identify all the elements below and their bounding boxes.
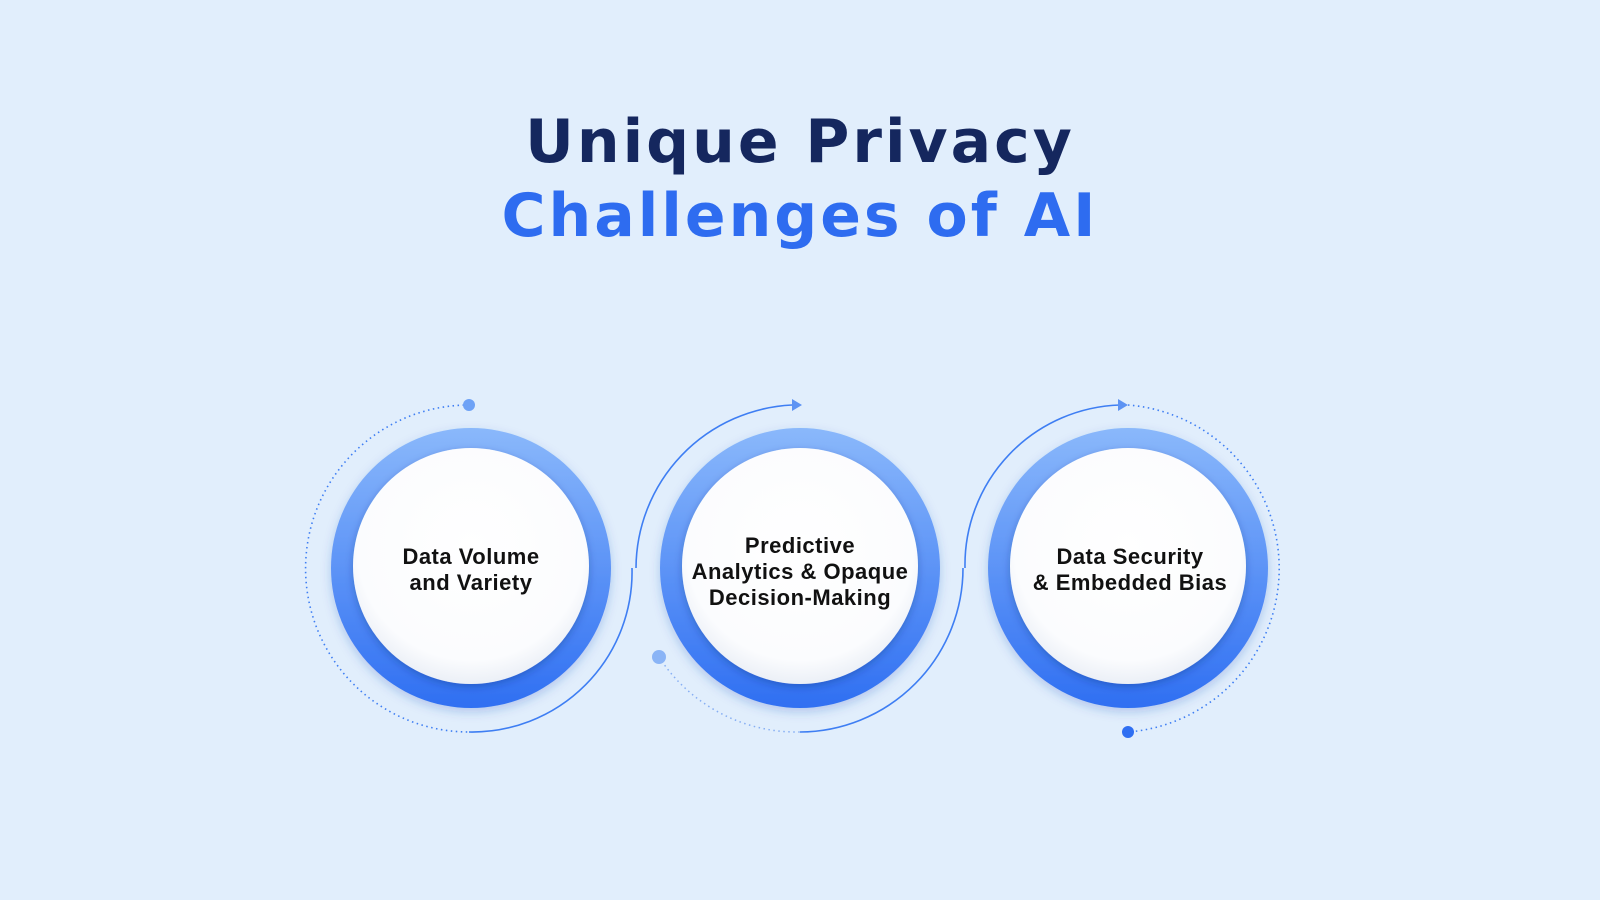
step-2-inner: [682, 448, 918, 684]
step-2-circle: [660, 428, 940, 708]
step-3-inner: [1010, 448, 1246, 684]
step-1-inner: [353, 448, 589, 684]
step-1-arc-solid: [468, 567, 633, 733]
step-2-label-line: Decision-Making: [708, 585, 892, 610]
step-3-arrow-head: [1118, 399, 1128, 411]
title-line-2: Challenges of AI: [501, 181, 1099, 251]
step-1-label-line: Data Volume: [402, 544, 540, 569]
step-2-bottom-dot: [652, 650, 666, 664]
step-2-label: Predictive Analytics & Opaque Decision-M…: [680, 533, 920, 611]
step-2-connector: [635, 399, 964, 733]
step-1-label-line: and Variety: [409, 570, 533, 595]
step-3-arc-top: [964, 404, 1121, 569]
step-1-start-dot: [463, 399, 475, 411]
step-1-circle: [331, 428, 611, 708]
title-line-1: Unique Privacy: [525, 107, 1075, 177]
step-2-arc-top: [635, 404, 793, 569]
step-2-label-line: Analytics & Opaque: [691, 559, 909, 584]
step-2-arc-bottom-dotted: [658, 656, 801, 733]
step-2-label-line: Predictive: [744, 533, 856, 558]
step-3-circle: [988, 428, 1268, 708]
step-3-end-dot: [1122, 726, 1134, 738]
step-3-label-line: Data Security: [1056, 544, 1204, 569]
page-title: Unique Privacy Challenges of AI: [0, 105, 1600, 253]
step-3-connector: [964, 399, 1281, 738]
step-3-label-line: & Embedded Bias: [1032, 570, 1228, 595]
step-2-arrow-head: [792, 399, 802, 411]
step-1-connector: [304, 399, 633, 733]
step-2-arc-bottom-solid: [799, 567, 964, 733]
step-3-label: Data Security & Embedded Bias: [1010, 544, 1250, 596]
step-1-label: Data Volume and Variety: [351, 544, 591, 596]
